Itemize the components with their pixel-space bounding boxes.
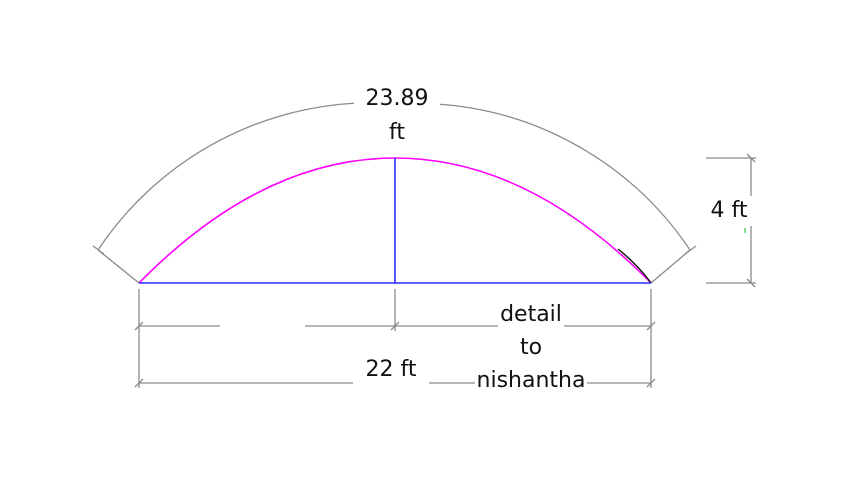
- rise-tick-top: [746, 153, 756, 163]
- note-line-3: nishantha: [474, 364, 588, 397]
- half-span-tick-left: [134, 321, 144, 331]
- arc-extension-line-left: [97, 249, 140, 284]
- span-label: 22 ft: [353, 355, 429, 385]
- span-tick-left: [134, 378, 144, 388]
- note-line-2: to: [517, 331, 545, 364]
- span-tick-right: [646, 378, 656, 388]
- arc-length-value: 23.89: [365, 86, 429, 111]
- arc-length-label: 23.89 ft: [354, 82, 440, 150]
- arch-curve-end-segment: [617, 248, 652, 284]
- note-text: detail to nishantha: [460, 298, 602, 397]
- rise-label: 4 ft: [700, 196, 758, 226]
- half-span-tick-mid: [390, 321, 400, 331]
- arc-extension-line-right: [650, 249, 691, 284]
- rise-tick-bottom: [746, 278, 756, 288]
- arc-length-unit: ft: [389, 120, 405, 145]
- note-line-1: detail: [498, 298, 564, 331]
- arc-length-dimension-arc: [97, 102, 361, 251]
- half-span-tick-right: [646, 321, 656, 331]
- arc-length-dimension-arc-right: [435, 103, 691, 251]
